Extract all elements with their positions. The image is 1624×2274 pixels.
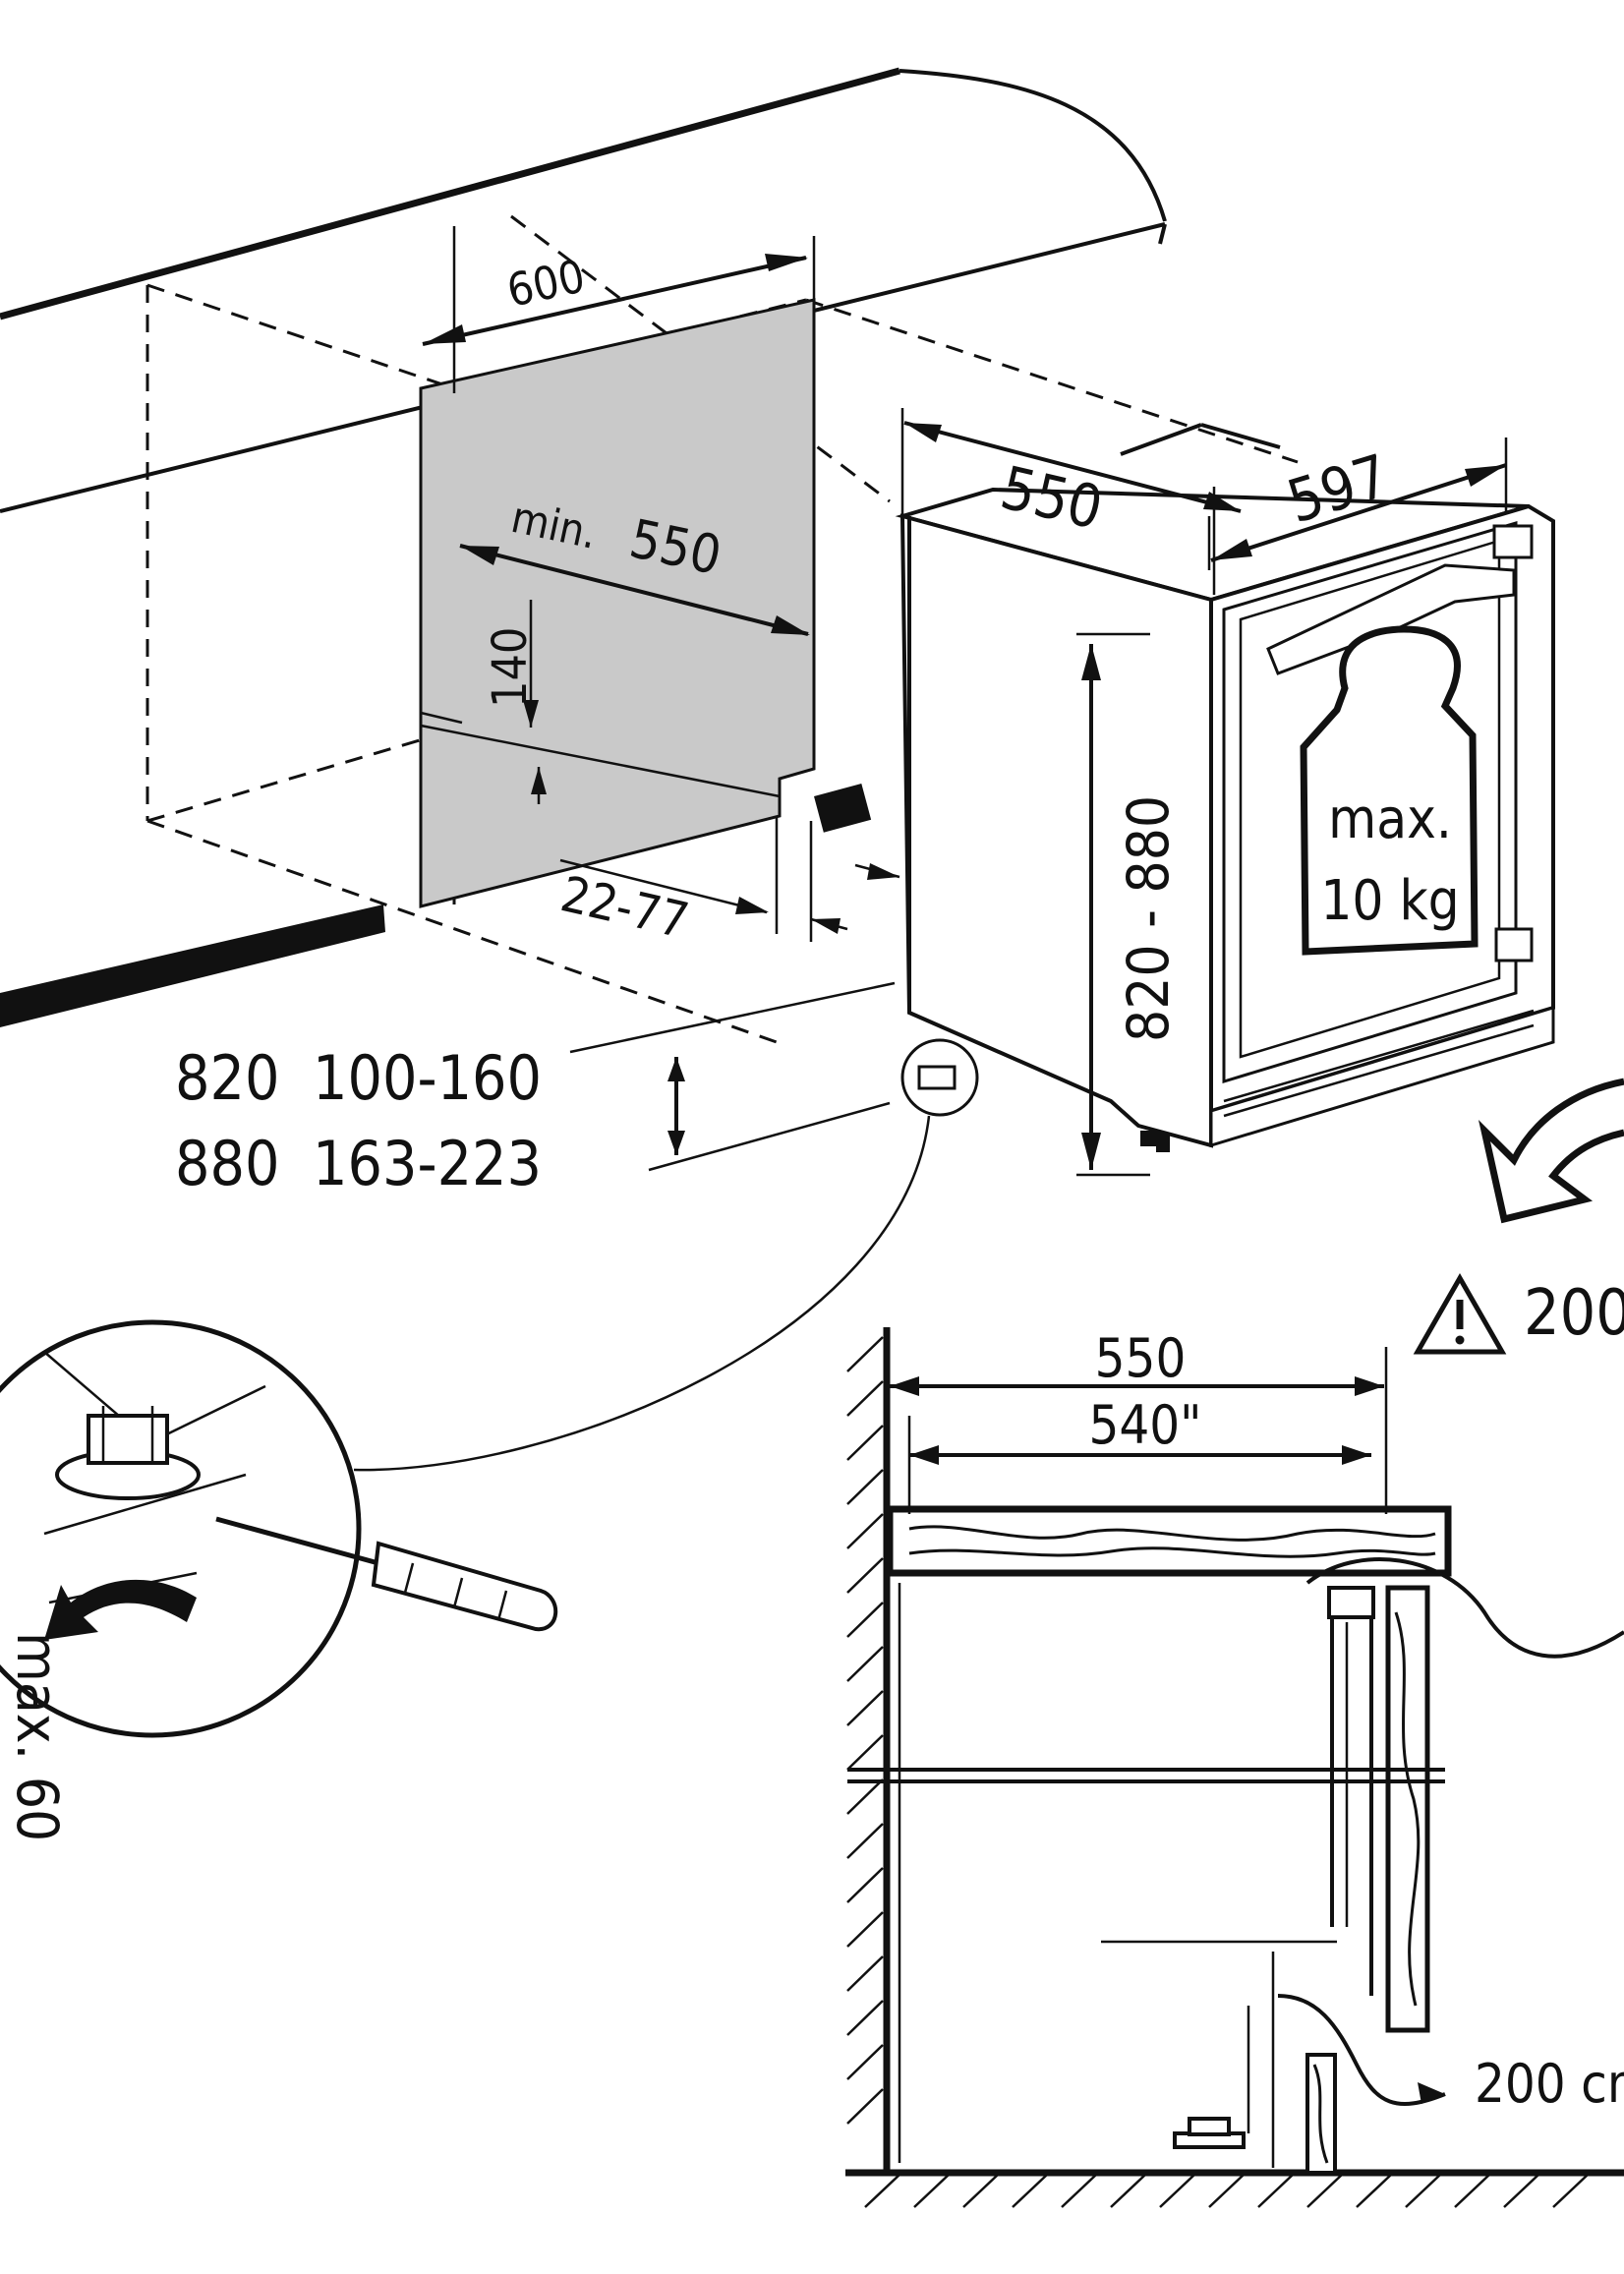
foot-marker [353,981,979,1472]
label-22-77: 22-77 [555,865,693,950]
cross-section: 200 cm [845,1327,1624,2208]
niche-back-panel [419,298,872,908]
weight-line1: max. [1328,787,1452,851]
foot-detail: max. 60 [0,1319,362,1841]
vent-label: 200 cm [1475,2053,1624,2115]
label-550-section: 550 [1095,1327,1187,1389]
plinth-bar [0,904,385,1027]
table-row-2-range: 163-223 [313,1128,542,1199]
label-540-section: 540" [1088,1394,1201,1456]
rotate-arrow-icon [1478,1078,1624,1224]
weight-icon: max. 10 kg [1300,625,1479,956]
table-row-1-range: 100-160 [313,1042,542,1114]
screwdriver-icon [215,1516,558,1632]
warning-text: 200 [1524,1277,1624,1350]
weight-line2: 10 kg [1320,869,1459,933]
dimension-140: 140 [483,600,547,804]
dimension-600: 600 [422,226,816,393]
detail-max-label: max. 60 [4,1632,71,1841]
warning-triangle-icon: 200 [1413,1272,1624,1355]
dimension-550-section: 550 [890,1327,1388,1514]
dimension-820-880: 820 - 880 [1076,632,1182,1177]
label-600: 600 [502,250,589,318]
dimension-540-section: 540" [907,1394,1371,1514]
height-table: 820 100-160 880 163-223 [175,1042,542,1199]
label-140: 140 [483,627,538,708]
table-row-1-height: 820 [175,1042,279,1114]
table-row-2-height: 880 [175,1128,279,1199]
label-820-880: 820 - 880 [1115,795,1182,1042]
